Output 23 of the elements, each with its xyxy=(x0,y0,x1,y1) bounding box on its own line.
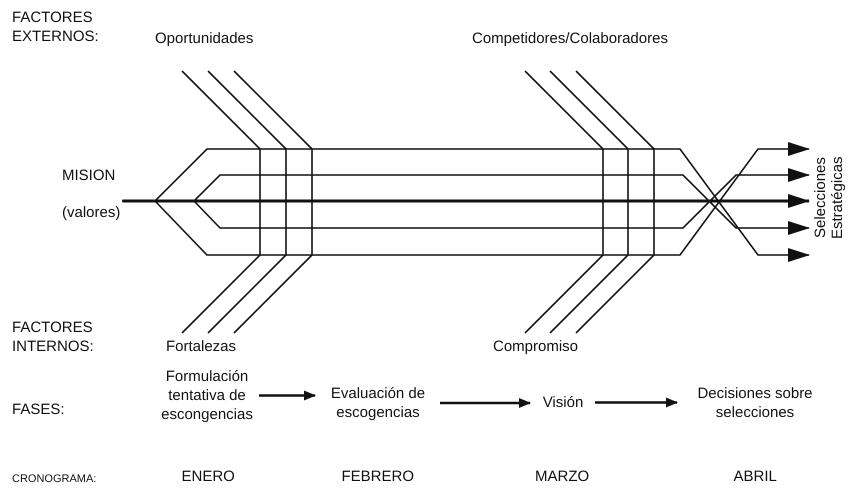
factor-heading: FACTORES EXTERNOS: xyxy=(12,8,100,46)
phase-label: Decisiones sobre selecciones xyxy=(697,385,813,421)
month-label: ENERO xyxy=(182,467,235,486)
values-label: (valores) xyxy=(62,203,120,222)
mission-label: MISION xyxy=(62,166,116,185)
row-heading: FASES: xyxy=(12,400,65,419)
month-label: ABRIL xyxy=(734,467,777,486)
factor-label: Compromiso xyxy=(493,337,578,356)
month-label: MARZO xyxy=(535,467,590,486)
month-label: FEBRERO xyxy=(342,467,414,486)
phase-label: Visión xyxy=(542,394,584,411)
phase-label: Evaluación de escogencias xyxy=(330,385,426,421)
row-heading: CRONOGRAMA: xyxy=(12,472,96,487)
factor-label: Competidores/Colaboradores xyxy=(472,29,668,48)
outcome-label: Selecciones Estratégicas xyxy=(812,138,852,258)
arrow xyxy=(259,390,316,400)
arrow xyxy=(122,194,810,208)
arrow xyxy=(440,398,531,408)
factor-heading: FACTORES INTERNOS: xyxy=(12,318,95,356)
factor-label: Fortalezas xyxy=(166,337,236,356)
factor-label: Oportunidades xyxy=(155,29,254,48)
phase-label: Formulación tentativa de escongencias xyxy=(161,368,253,423)
arrow xyxy=(595,398,678,408)
